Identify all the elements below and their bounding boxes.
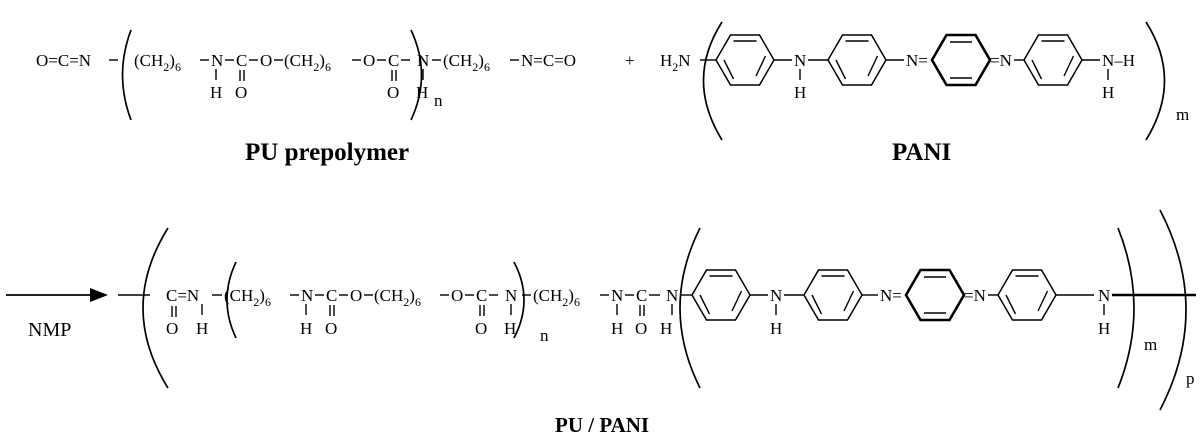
repeat-subscript-m: m [1176, 105, 1189, 124]
repeat-bracket-close [410, 29, 423, 121]
ester-o: O [350, 286, 362, 305]
urethane-h: H [300, 319, 312, 338]
amine-n: N [794, 51, 806, 70]
pani-bracket-close [1117, 227, 1135, 389]
inner-bracket-open [226, 261, 237, 339]
amine-n: N [770, 286, 782, 305]
urethane-h: H [504, 319, 516, 338]
carbonyl-o: O [475, 319, 487, 338]
inner-bracket-close [513, 261, 525, 339]
carbonyl-c: C [326, 286, 337, 305]
imine-n: =N [964, 286, 986, 305]
pani-bracket-open [679, 227, 701, 389]
ester-o: O [260, 51, 272, 70]
urea-o: O [635, 319, 647, 338]
quinoid-ring [904, 268, 966, 322]
carbonyl-o: O [235, 83, 247, 102]
amine-h: H [1098, 319, 1110, 338]
pu-prepolymer-structure: O=C=N (CH2)6 N H C O O (CH2)6 O C O N H … [36, 29, 576, 121]
pani-bracket-close [1145, 21, 1166, 141]
urethane-n: N [211, 51, 223, 70]
carbonyl-c: C [236, 51, 247, 70]
pu-pani-structure: C=N O H (CH2)6 N H C O O (CH2)6 O C O N … [118, 209, 1196, 411]
label-pu-pani: PU / PANI [555, 413, 649, 436]
imine-h: H [196, 319, 208, 338]
label-pu-prepolymer: PU prepolymer [245, 139, 409, 166]
outer-bracket-close [1159, 209, 1187, 411]
ch2-group: (CH2)6 [533, 286, 580, 309]
amine-h: H [794, 83, 806, 102]
ester-o: O [363, 51, 375, 70]
urea-c: C [636, 286, 647, 305]
label-pani: PANI [892, 139, 951, 166]
imine-n: =N [990, 51, 1012, 70]
imine-n: N= [880, 286, 902, 305]
urethane-n: N [505, 286, 517, 305]
arrow-head-icon [90, 288, 108, 302]
carbonyl-imine: C=N [166, 286, 199, 305]
pani-amine-end: N–H [1102, 51, 1135, 70]
repeat-subscript-m: m [1144, 335, 1157, 354]
ester-o: O [451, 286, 463, 305]
ch2-group: (CH2)6 [443, 51, 490, 74]
urethane-h: H [210, 83, 222, 102]
ch2-group: (CH2)6 [134, 51, 181, 74]
repeat-bracket-open [121, 29, 132, 121]
carbonyl-c: C [476, 286, 487, 305]
urea-h: H [660, 319, 672, 338]
quinoid-ring [930, 33, 992, 87]
solvent-label: NMP [28, 319, 71, 341]
ch2-group: (CH2)6 [224, 286, 271, 309]
carbonyl-o: O [166, 319, 178, 338]
pani-amine-start: H2N [660, 51, 691, 74]
plus-sign: + [625, 51, 635, 70]
ch2-group: (CH2)6 [374, 286, 421, 309]
outer-bracket-open [142, 227, 169, 389]
repeat-subscript-n: n [434, 91, 443, 110]
ch2-group: (CH2)6 [284, 51, 331, 74]
reaction-arrow [6, 288, 108, 302]
repeat-subscript-p: p [1186, 369, 1195, 388]
pani-bracket-open [702, 21, 723, 141]
isocyanate-start: O=C=N [36, 51, 91, 70]
imine-n: N= [906, 51, 928, 70]
amine-h: H [770, 319, 782, 338]
isocyanate-end: N=C=O [521, 51, 576, 70]
repeat-subscript-n: n [540, 326, 549, 345]
urethane-n: N [301, 286, 313, 305]
pani-structure: H2N N H N= =N N–H H m [660, 21, 1189, 141]
carbonyl-c: C [388, 51, 399, 70]
amine-n: N [1098, 286, 1110, 305]
carbonyl-o: O [325, 319, 337, 338]
urea-h: H [611, 319, 623, 338]
urea-n: N [611, 286, 623, 305]
urea-n: N [666, 286, 678, 305]
amine-h: H [1102, 83, 1114, 102]
carbonyl-o: O [387, 83, 399, 102]
